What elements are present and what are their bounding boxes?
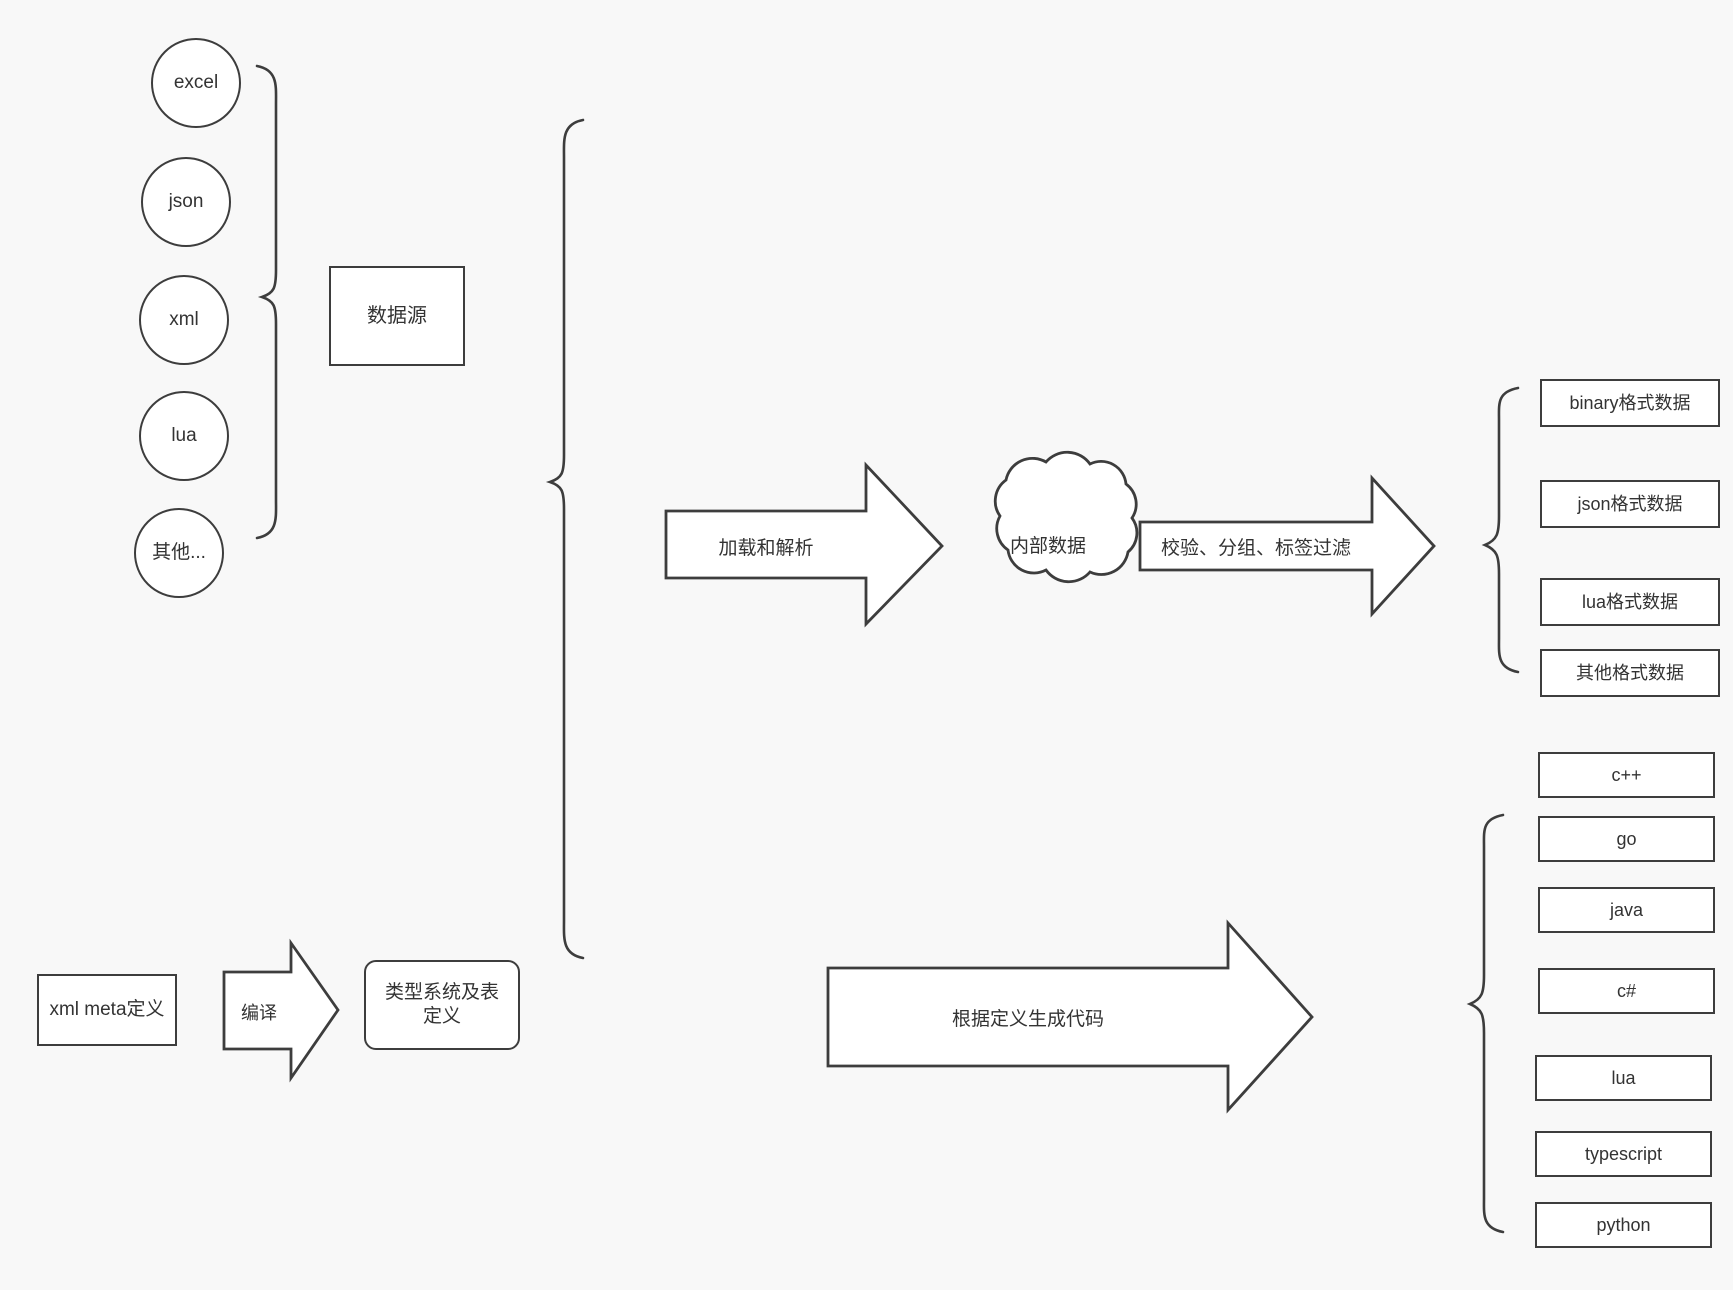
codegen-label: 根据定义生成代码 (951, 1009, 1104, 1030)
output-language-java[interactable]: java (1538, 887, 1715, 933)
compile-label: 编译 (241, 1003, 277, 1023)
output-format-lua[interactable]: lua格式数据 (1540, 578, 1720, 626)
load-parse-label: 加载和解析 (718, 538, 814, 559)
output-languages-brace (1466, 813, 1505, 1234)
xml-meta-definition-box[interactable]: xml meta定义 (37, 974, 177, 1046)
source-node-excel[interactable]: excel (151, 38, 241, 128)
output-language-go[interactable]: go (1538, 816, 1715, 862)
output-formats-brace (1481, 386, 1520, 674)
output-language-cpp[interactable]: c++ (1538, 752, 1715, 798)
sources-brace (255, 64, 278, 540)
source-node-other[interactable]: 其他... (134, 508, 224, 598)
output-format-other[interactable]: 其他格式数据 (1540, 649, 1720, 697)
pipeline-input-brace (545, 118, 585, 960)
validate-filter-label: 校验、分组、标签过滤 (1160, 538, 1351, 559)
data-source-box[interactable]: 数据源 (329, 266, 465, 366)
output-language-lua[interactable]: lua (1535, 1055, 1712, 1101)
output-language-typescript[interactable]: typescript (1535, 1131, 1712, 1177)
source-node-xml[interactable]: xml (139, 275, 229, 365)
source-node-json[interactable]: json (141, 157, 231, 247)
output-format-json[interactable]: json格式数据 (1540, 480, 1720, 528)
internal-data-label: 内部数据 (1009, 536, 1086, 557)
output-language-csharp[interactable]: c# (1538, 968, 1715, 1014)
source-node-lua[interactable]: lua (139, 391, 229, 481)
output-language-python[interactable]: python (1535, 1202, 1712, 1248)
output-format-binary[interactable]: binary格式数据 (1540, 379, 1720, 427)
type-system-box[interactable]: 类型系统及表定义 (364, 960, 520, 1050)
internal-data-cloud (993, 450, 1139, 584)
